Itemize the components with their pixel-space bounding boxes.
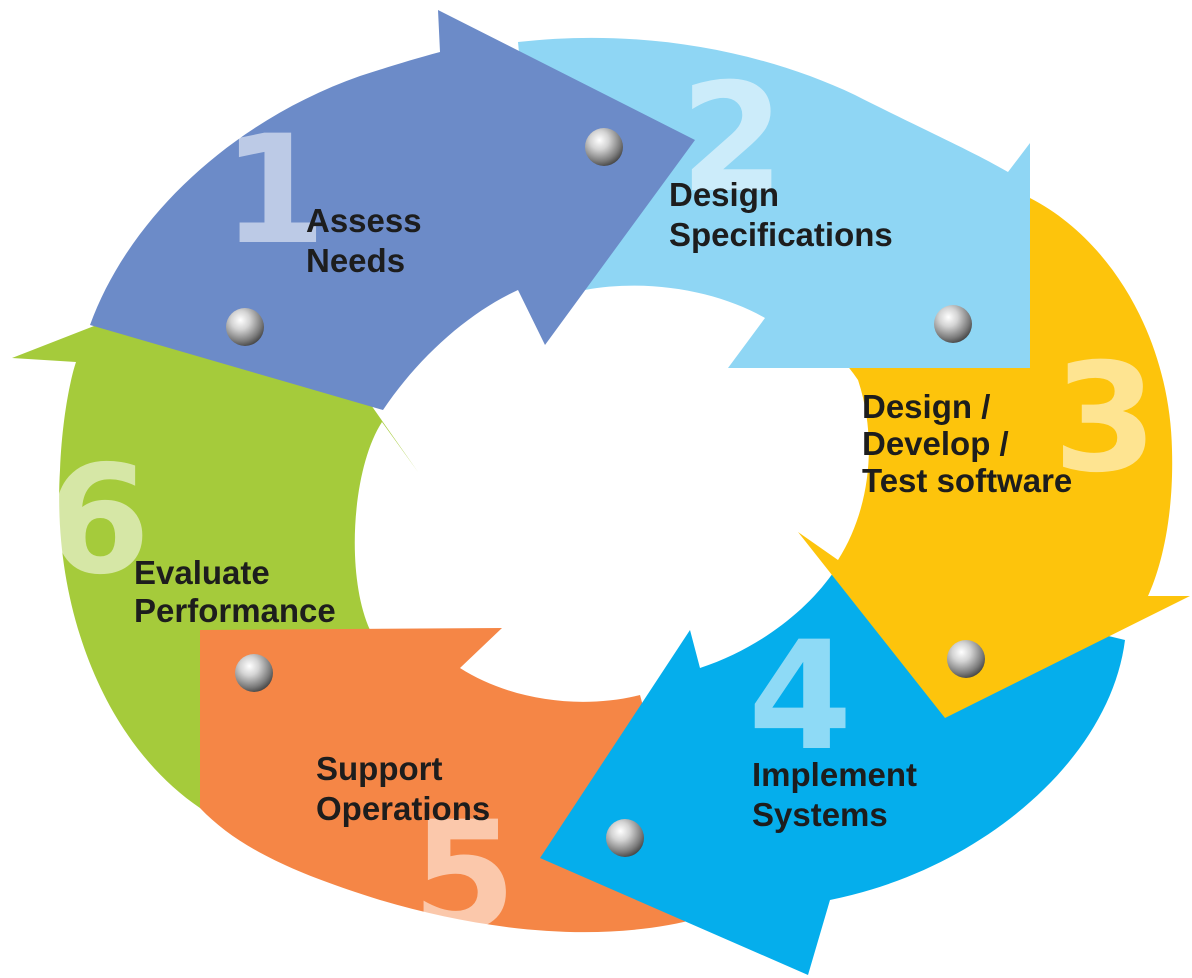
bead-4 bbox=[606, 819, 644, 857]
step-4-label: Implement Systems bbox=[752, 756, 926, 833]
step-4-label-line-2: Systems bbox=[752, 796, 888, 833]
bead-1 bbox=[585, 128, 623, 166]
step-3-number: 3 bbox=[1053, 332, 1157, 506]
step-5-label-line-2: Operations bbox=[316, 790, 490, 827]
step-1-label-line-1: Assess bbox=[306, 202, 422, 239]
step-6-label: Evaluate Performance bbox=[134, 554, 336, 629]
step-1-label-line-2: Needs bbox=[306, 242, 405, 279]
step-4-label-line-1: Implement bbox=[752, 756, 917, 793]
step-5-label: Support Operations bbox=[316, 750, 490, 827]
bead-5 bbox=[235, 654, 273, 692]
step-6-number: 6 bbox=[46, 434, 150, 608]
step-3-label: Design / Develop / Test software bbox=[862, 388, 1072, 499]
bead-6 bbox=[226, 308, 264, 346]
step-6-label-line-1: Evaluate bbox=[134, 554, 270, 591]
step-2-label-line-1: Design bbox=[669, 176, 779, 213]
step-4-number: 4 bbox=[748, 610, 852, 784]
step-1-number: 1 bbox=[222, 104, 326, 278]
step-6-label-line-2: Performance bbox=[134, 592, 336, 629]
step-3-label-line-2: Develop / bbox=[862, 425, 1009, 462]
bead-2 bbox=[934, 305, 972, 343]
step-5-label-line-1: Support bbox=[316, 750, 442, 787]
step-3-label-line-3: Test software bbox=[862, 462, 1072, 499]
bead-3 bbox=[947, 640, 985, 678]
step-2-label: Design Specifications bbox=[669, 176, 893, 253]
step-2-number: 2 bbox=[680, 52, 784, 226]
step-1-label: Assess Needs bbox=[306, 202, 431, 279]
step-2-label-line-2: Specifications bbox=[669, 216, 893, 253]
step-5-number: 5 bbox=[412, 790, 516, 964]
step-3-label-line-1: Design / bbox=[862, 388, 990, 425]
